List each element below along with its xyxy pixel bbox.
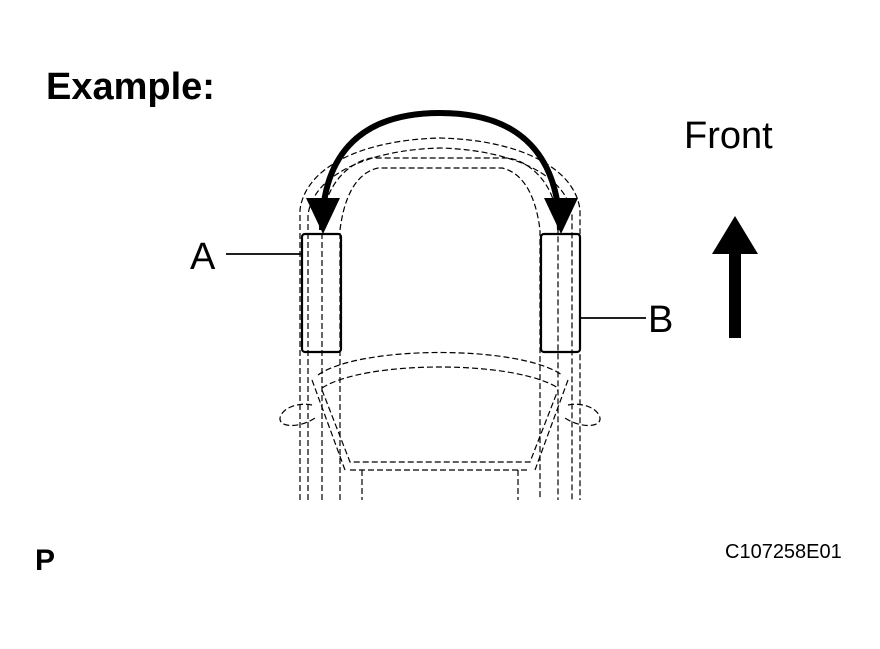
- front-wheel-right: [539, 232, 582, 354]
- swap-arrowhead-left-icon: [306, 198, 340, 234]
- front-label: Front: [684, 115, 773, 157]
- callout-label-b: B: [648, 299, 673, 341]
- page-marker: P: [35, 544, 56, 577]
- example-heading: Example:: [46, 66, 215, 108]
- front-wheel-left: [300, 232, 343, 354]
- swap-arrow: [319, 109, 563, 231]
- vehicle-outline: [279, 137, 601, 500]
- figure-code: C107258E01: [725, 541, 842, 563]
- front-arrow-icon: [712, 216, 758, 338]
- swap-arrowhead-right-icon: [544, 198, 578, 234]
- callout-label-a: A: [190, 236, 216, 278]
